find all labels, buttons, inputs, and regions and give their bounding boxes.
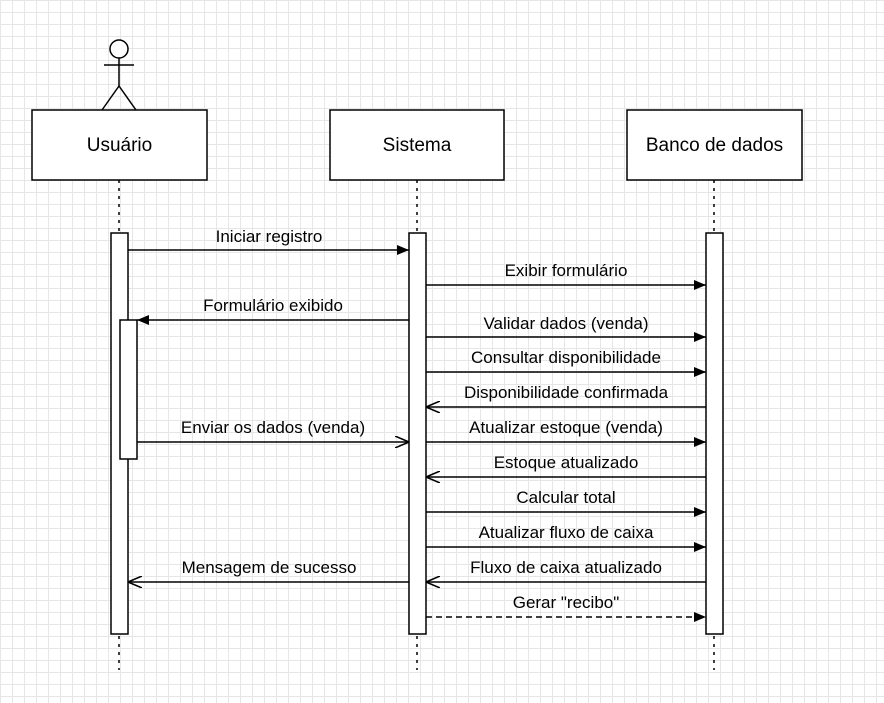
message-label: Disponibilidade confirmada <box>464 383 669 402</box>
activation-usuario-nested <box>119 319 138 460</box>
message-3: Formulário exibido <box>137 296 409 325</box>
message-12: Fluxo de caixa atualizado <box>426 558 706 582</box>
message-5: Consultar disponibilidade <box>426 348 706 377</box>
message-1: Iniciar registro <box>128 227 409 255</box>
message-label: Fluxo de caixa atualizado <box>470 558 662 577</box>
actor-figure-icon <box>101 39 137 111</box>
message-label: Enviar os dados (venda) <box>181 418 365 437</box>
activation-sistema <box>408 232 427 635</box>
message-11: Atualizar fluxo de caixa <box>426 523 706 552</box>
participant-banco: Banco de dados <box>626 109 803 670</box>
participant-label-usuario: Usuário <box>87 135 152 156</box>
participant-label-sistema: Sistema <box>383 135 452 156</box>
message-label: Estoque atualizado <box>494 453 639 472</box>
message-13: Mensagem de sucesso <box>128 558 409 582</box>
message-label: Mensagem de sucesso <box>182 558 357 577</box>
message-7: Enviar os dados (venda) <box>137 418 409 442</box>
message-6: Disponibilidade confirmada <box>426 383 706 407</box>
participant-box-banco <box>626 109 803 181</box>
message-label: Gerar "recibo" <box>513 593 620 612</box>
activation-banco <box>705 232 724 635</box>
message-label: Calcular total <box>516 488 615 507</box>
participant-sistema: Sistema <box>329 109 505 670</box>
participant-label-banco: Banco de dados <box>646 135 783 156</box>
message-10: Calcular total <box>426 488 706 517</box>
message-8: Atualizar estoque (venda) <box>426 418 706 447</box>
message-label: Consultar disponibilidade <box>471 348 661 367</box>
message-14: Gerar "recibo" <box>426 593 706 622</box>
message-label: Atualizar estoque (venda) <box>469 418 663 437</box>
message-label: Atualizar fluxo de caixa <box>479 523 654 542</box>
participant-box-usuario <box>31 109 208 181</box>
participant-box-sistema <box>329 109 505 181</box>
message-9: Estoque atualizado <box>426 453 706 477</box>
message-label: Iniciar registro <box>216 227 323 246</box>
message-label: Exibir formulário <box>505 261 628 280</box>
message-label: Formulário exibido <box>203 296 343 315</box>
message-4: Validar dados (venda) <box>426 314 706 342</box>
message-2: Exibir formulário <box>426 261 706 290</box>
message-label: Validar dados (venda) <box>483 314 648 333</box>
